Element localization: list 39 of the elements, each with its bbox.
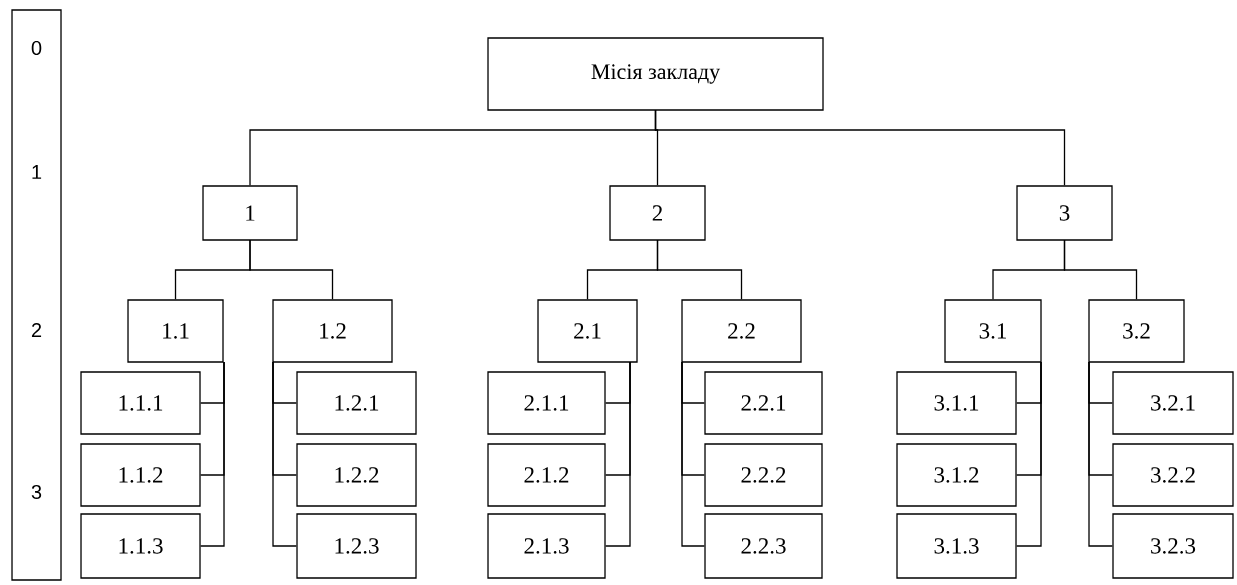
level-scale: 0 1 2 3 [11,9,62,581]
level-box: 1.2.2 [296,443,417,507]
level-box: 1 [202,185,298,241]
level-box: 2.1 [537,299,638,363]
level-box: 3.1.2 [896,443,1017,507]
connector-line [1016,361,1042,547]
level-box: 1.2 [272,299,393,363]
level-box: 2.2.1 [704,371,823,435]
connector-line [249,239,334,300]
level-box: 2.2.3 [704,513,823,579]
level-box: 3.1.3 [896,513,1017,579]
level-box: 3 [1016,185,1113,241]
level-box: 1.1.1 [80,371,201,435]
connector-line [654,109,1066,186]
connector-line [1063,239,1138,300]
level-box: 2.2 [681,299,802,363]
level-box: 3.2.3 [1112,513,1234,579]
level-box: 3.1.1 [896,371,1017,435]
level-box: 3.1 [944,299,1042,363]
connector-line [200,361,225,547]
level-box: 1.1.3 [80,513,201,579]
connector-line [656,239,743,300]
level-box: 2.1.1 [487,371,606,435]
level-box: 1.1 [127,299,224,363]
level-box: 2.2.2 [704,443,823,507]
level-box: 2.1.2 [487,443,606,507]
level-box: 2 [609,185,706,241]
connector-line [1088,361,1113,547]
level-box: 3.2.1 [1112,371,1234,435]
connector-line [681,361,705,547]
connector-line [272,361,297,547]
level-box: 1.2.3 [296,513,417,579]
connector-line [605,361,631,547]
level-box: 2.1.3 [487,513,606,579]
level-box: 1.1.2 [80,443,201,507]
level-box: 1.2.1 [296,371,417,435]
level-box: 3.2 [1088,299,1185,363]
level-box: 3.2.2 [1112,443,1234,507]
mission-box: Місія закладу [487,37,824,111]
